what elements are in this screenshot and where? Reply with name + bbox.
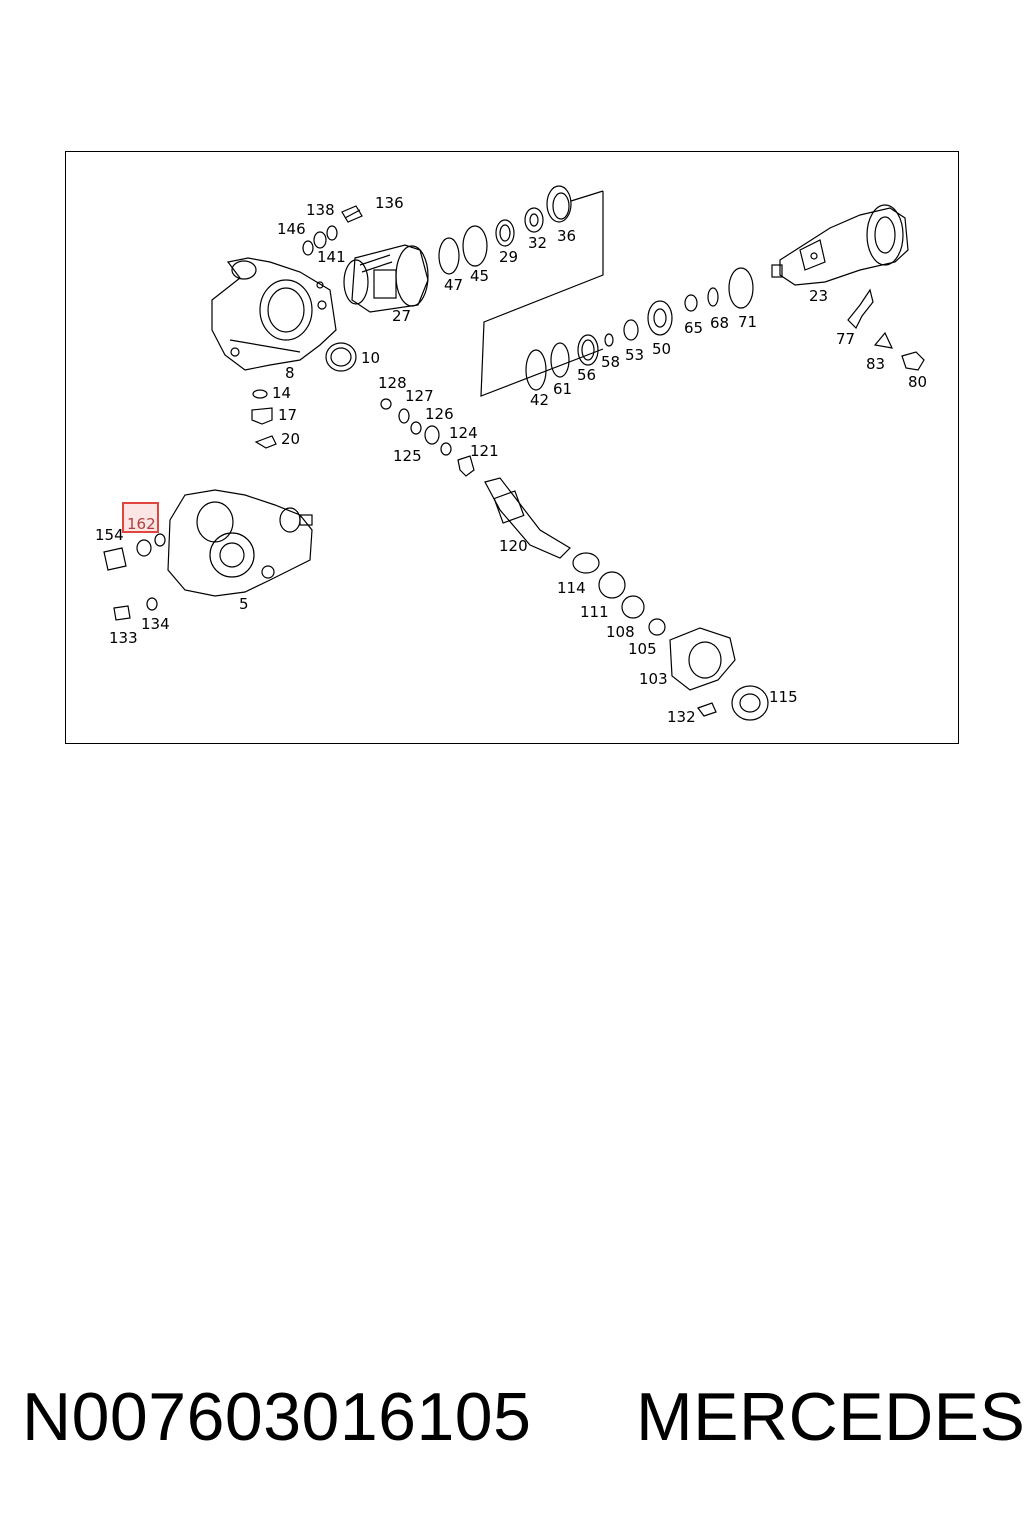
callout-label: 121	[470, 442, 499, 460]
callout-label: 47	[444, 276, 463, 294]
callout-label: 77	[836, 330, 855, 348]
steering-gearbox-assembly	[103, 489, 313, 621]
callout-label: 114	[557, 579, 586, 597]
callout-label: 53	[625, 346, 644, 364]
caption-bar: N007603016105 MERCEDES	[0, 1378, 1024, 1468]
callout-label: 61	[553, 380, 572, 398]
callout-label: 128	[378, 374, 407, 392]
callout-label: 65	[684, 319, 703, 337]
callout-label: 32	[528, 234, 547, 252]
callout-label: 103	[639, 670, 668, 688]
callout-labels: 138 136 146 141 32 36 29 47 45 27 23 8 1…	[95, 194, 927, 726]
callout-label: 50	[652, 340, 671, 358]
callout-label: 124	[449, 424, 478, 442]
callout-label: 36	[557, 227, 576, 245]
callout-label: 5	[239, 595, 249, 613]
callout-label: 115	[769, 688, 798, 706]
input-shaft	[484, 477, 571, 559]
middle-small-parts	[251, 389, 475, 477]
part-number: N007603016105	[22, 1379, 532, 1455]
callout-label: 133	[109, 629, 138, 647]
callout-label: 134	[141, 615, 170, 633]
callout-label: 58	[601, 353, 620, 371]
callout-label: 23	[809, 287, 828, 305]
callout-label: 126	[425, 405, 454, 423]
callout-label: 141	[317, 248, 346, 266]
callout-label: 45	[470, 267, 489, 285]
steering-housing-upper	[211, 257, 337, 371]
callout-label: 27	[392, 307, 411, 325]
callout-label: 105	[628, 640, 657, 658]
callout-label: 14	[272, 384, 291, 402]
ring-group-bracket	[480, 190, 604, 397]
right-bracket-parts	[847, 288, 925, 371]
upper-small-parts	[302, 185, 572, 275]
callout-label: 8	[285, 364, 295, 382]
callout-label: 83	[866, 355, 885, 373]
callout-label: 56	[577, 366, 596, 384]
callout-label: 111	[580, 603, 609, 621]
callout-label: 154	[95, 526, 124, 544]
callout-label: 127	[405, 387, 434, 405]
callout-label: 146	[277, 220, 306, 238]
callout-label: 125	[393, 447, 422, 465]
piston-sleeve	[343, 244, 429, 313]
callout-label: 138	[306, 201, 335, 219]
callout-label: 120	[499, 537, 528, 555]
callout-label: 20	[281, 430, 300, 448]
valve-body	[771, 204, 909, 286]
callout-162-highlight	[122, 502, 159, 533]
callout-label: 136	[375, 194, 404, 212]
callout-label: 17	[278, 406, 297, 424]
callout-label: 42	[530, 391, 549, 409]
lower-ring-group	[325, 267, 754, 391]
callout-label: 80	[908, 373, 927, 391]
callout-label: 68	[710, 314, 729, 332]
callout-label: 29	[499, 248, 518, 266]
callout-label: 10	[361, 349, 380, 367]
diagram-frame	[65, 151, 959, 744]
brand-name: MERCEDES	[636, 1379, 1024, 1455]
callout-label: 71	[738, 313, 757, 331]
callout-label-highlighted: 162	[127, 515, 156, 533]
callout-label: 132	[667, 708, 696, 726]
callout-label: 108	[606, 623, 635, 641]
lower-bearing-parts	[572, 552, 769, 721]
